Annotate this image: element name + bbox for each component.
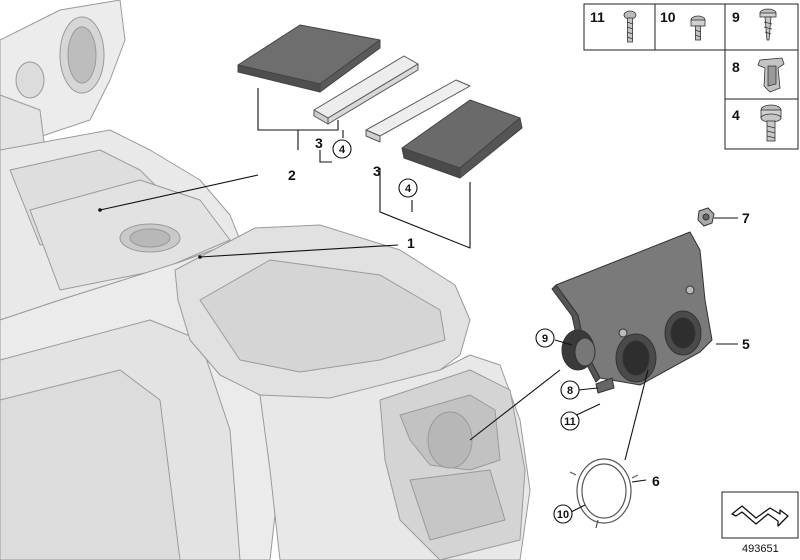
callout-11-badge: 11 <box>560 411 580 431</box>
callout-6: 6 <box>652 473 660 489</box>
callout-1: 1 <box>407 235 415 251</box>
callout-3-lower: 3 <box>373 163 381 179</box>
callout-9-badge: 9 <box>535 328 555 348</box>
callout-3-upper: 3 <box>315 135 323 151</box>
armrest-cover-part-1 <box>401 99 523 179</box>
mounting-ring-part-6 <box>569 458 639 529</box>
legend-number-8: 8 <box>732 59 740 75</box>
callout-5: 5 <box>742 336 750 352</box>
legend-cell-9: 9 <box>732 8 777 41</box>
tray-cover-part-2 <box>237 24 381 93</box>
reference-box: 493651 <box>721 491 799 555</box>
legend-cell-11: 11 <box>590 9 637 43</box>
center-console-illustration <box>0 0 531 560</box>
clip-nut-icon <box>757 57 785 93</box>
nut-part-7 <box>697 207 715 227</box>
legend-cell-10: 10 <box>660 9 706 41</box>
legend-number-10: 10 <box>660 9 676 25</box>
callout-4-upper-badge: 4 <box>332 139 352 159</box>
trim-strip-part-3a <box>313 55 419 125</box>
callout-labels: 2 3 3 1 5 6 7 4 4 9 8 11 10 <box>288 135 750 524</box>
callout-8: 8 <box>567 385 573 397</box>
legend-cell-8: 8 <box>732 57 785 93</box>
trim-strip-part-3b <box>365 79 471 143</box>
self-tapping-screw-icon <box>759 8 777 41</box>
callout-4-upper: 4 <box>339 144 346 156</box>
bolt-icon <box>690 15 706 41</box>
legend-cell-4: 4 <box>732 104 782 142</box>
screw-icon <box>623 10 637 43</box>
collar-screw-icon <box>760 104 782 142</box>
reference-number: 493651 <box>742 543 779 555</box>
fastener-legend: 11 10 9 <box>583 3 799 150</box>
legend-number-4: 4 <box>732 107 740 123</box>
callout-11: 11 <box>564 416 576 428</box>
clip-part-8 <box>595 377 615 394</box>
callout-2: 2 <box>288 167 296 183</box>
callout-10-badge: 10 <box>553 504 573 524</box>
callout-10: 10 <box>557 509 569 521</box>
callout-4-lower-badge: 4 <box>398 178 418 198</box>
callout-9: 9 <box>542 333 548 345</box>
callout-8-badge: 8 <box>560 380 580 400</box>
vent-assembly-part-9 <box>561 329 596 371</box>
legend-number-9: 9 <box>732 9 740 25</box>
orientation-arrow-icon <box>731 505 789 527</box>
callout-7: 7 <box>742 210 750 226</box>
legend-number-11: 11 <box>590 9 605 25</box>
callout-4-lower: 4 <box>405 183 412 195</box>
